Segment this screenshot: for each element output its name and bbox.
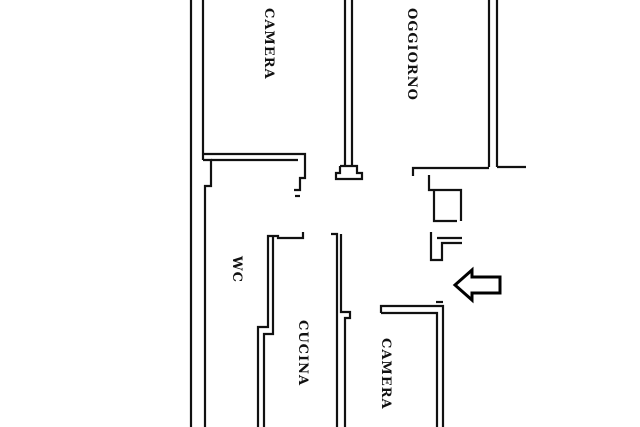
- room-label-cucina: CUCINA: [295, 320, 310, 386]
- room-label-camera-bottom: CAMERA: [378, 338, 393, 410]
- wall-cucina: [331, 232, 352, 427]
- outer-left-wall: [189, 0, 213, 427]
- wall-camera-soggiorno: [334, 0, 364, 181]
- entrance-arrow-icon: [452, 266, 502, 304]
- wall-soggiorno-right: [487, 0, 526, 169]
- room-label-camera-top: CAMERA: [261, 8, 276, 80]
- wall-camera-bottom: [379, 300, 445, 427]
- wall-camera-top: [203, 152, 307, 192]
- room-label-soggiorno: OGGIORNO: [404, 8, 419, 101]
- wall-wc-right: [256, 232, 305, 427]
- room-label-wc: WC: [229, 255, 244, 283]
- wall-soggiorno-bottom: [411, 166, 489, 262]
